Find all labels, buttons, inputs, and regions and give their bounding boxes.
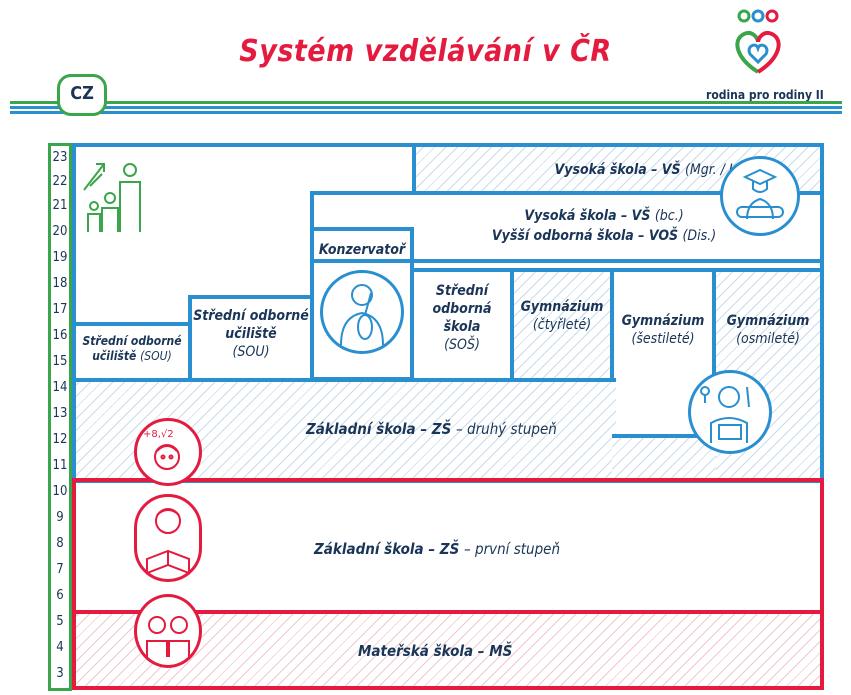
- age-label: 5: [56, 614, 64, 629]
- age-label: 4: [56, 640, 64, 655]
- teacher-icon: [688, 370, 772, 454]
- age-label: 7: [56, 562, 64, 577]
- age-label: 6: [56, 588, 64, 603]
- konzervator-name: Konzervatoř: [318, 242, 406, 258]
- gym4-note: (čtyřleté): [532, 317, 592, 333]
- sou-left-line2: učiliště: [92, 349, 137, 363]
- age-label: 14: [52, 380, 68, 395]
- age-label: 20: [52, 224, 68, 239]
- vos-name: Vyšší odborná škola – VOŠ: [491, 228, 679, 244]
- age-label: 8: [56, 536, 64, 551]
- sou-left-note: (SOU): [140, 349, 172, 363]
- label-gym6: Gymnázium (šestileté): [614, 312, 712, 348]
- sos-line3: škola: [443, 319, 481, 335]
- box-gym4: Gymnázium (čtyřleté): [510, 268, 614, 382]
- age-column: 23 22 21 20 19 18 17 16 15 14 13 12 11 1…: [48, 143, 72, 691]
- svg-text:+8,√2: +8,√2: [143, 429, 174, 440]
- label-vs-bc: Vysoká škola – VŠ (bc.): [464, 207, 744, 225]
- ms-name: Mateřská škola – MŠ: [358, 642, 513, 660]
- age-label: 13: [52, 406, 68, 421]
- sou-mid-note: (SOU): [232, 344, 270, 360]
- age-label: 18: [52, 276, 68, 291]
- box-sos: Střední odborná škola (SOŠ): [410, 268, 514, 382]
- age-label: 11: [52, 458, 68, 473]
- gym6-name: Gymnázium: [621, 313, 705, 329]
- box-sou-mid: Střední odborné učiliště (SOU): [188, 295, 314, 382]
- zs2-name: Základní škola – ZŠ: [306, 420, 452, 438]
- divider-blue: [10, 111, 842, 114]
- gym4-name: Gymnázium: [520, 299, 604, 315]
- sos-line2: odborná: [432, 301, 492, 317]
- graduate-icon: [720, 156, 800, 236]
- age-label: 15: [52, 354, 68, 369]
- vs-mgr-name: Vysoká škola – VŠ: [554, 162, 681, 178]
- label-gym4: Gymnázium (čtyřleté): [514, 298, 610, 334]
- reading-child-icon: [134, 494, 202, 582]
- label-sou-mid: Střední odborné učiliště (SOU): [192, 307, 310, 361]
- sou-left-line1: Střední odborné: [82, 334, 182, 348]
- age-label: 10: [52, 484, 68, 499]
- age-label: 16: [52, 328, 68, 343]
- age-label: 17: [52, 302, 68, 317]
- divider-green: [10, 101, 842, 104]
- age-label: 19: [52, 250, 68, 265]
- sou-mid-line2: učiliště: [225, 326, 277, 342]
- zs1-name: Základní škola – ZŠ: [314, 540, 460, 558]
- sos-note: (SOŠ): [444, 337, 480, 353]
- sos-line1: Střední: [435, 283, 489, 299]
- zs1-note: – první stupeň: [464, 540, 561, 558]
- brand-name: rodina pro rodiny II: [706, 88, 824, 102]
- label-sou-left: Střední odborné učiliště (SOU): [76, 334, 188, 364]
- age-label: 23: [52, 150, 68, 165]
- label-gym8: Gymnázium (osmileté): [716, 312, 820, 348]
- vs-bc-name: Vysoká škola – VŠ: [524, 208, 651, 224]
- label-vos: Vyšší odborná škola – VOŠ (Dis.): [464, 227, 744, 245]
- vos-note: (Dis.): [682, 228, 717, 244]
- hearts-family-logo-icon: [728, 8, 788, 80]
- gym8-name: Gymnázium: [726, 313, 810, 329]
- gym6-note: (šestileté): [631, 331, 695, 347]
- age-label: 21: [52, 198, 68, 213]
- box-zs1: Základní škola – ZŠ – první stupeň: [72, 478, 824, 614]
- sou-mid-line1: Střední odborné: [193, 308, 309, 324]
- age-label: 9: [56, 510, 64, 525]
- label-zs2: Základní škola – ZŠ – druhý stupeň: [306, 420, 606, 438]
- divider-blue: [10, 106, 842, 109]
- label-sos: Střední odborná škola (SOŠ): [414, 282, 510, 354]
- children-icon: [134, 594, 202, 668]
- family-growth-icon: [80, 150, 146, 234]
- page-title: Systém vzdělávání v ČR: [239, 34, 612, 69]
- musician-icon: [320, 270, 404, 354]
- gym8-note: (osmileté): [736, 331, 800, 347]
- label-zs1: Základní škola – ZŠ – první stupeň: [314, 540, 714, 558]
- age-label: 12: [52, 432, 68, 447]
- zs2-note: – druhý stupeň: [456, 420, 557, 438]
- math-student-icon: +8,√2: [134, 418, 202, 486]
- box-sou-left: Střední odborné učiliště (SOU): [72, 322, 192, 382]
- language-badge: CZ: [57, 74, 107, 116]
- age-label: 22: [52, 174, 68, 189]
- age-label: 3: [56, 666, 64, 681]
- vs-bc-note: (bc.): [654, 208, 684, 224]
